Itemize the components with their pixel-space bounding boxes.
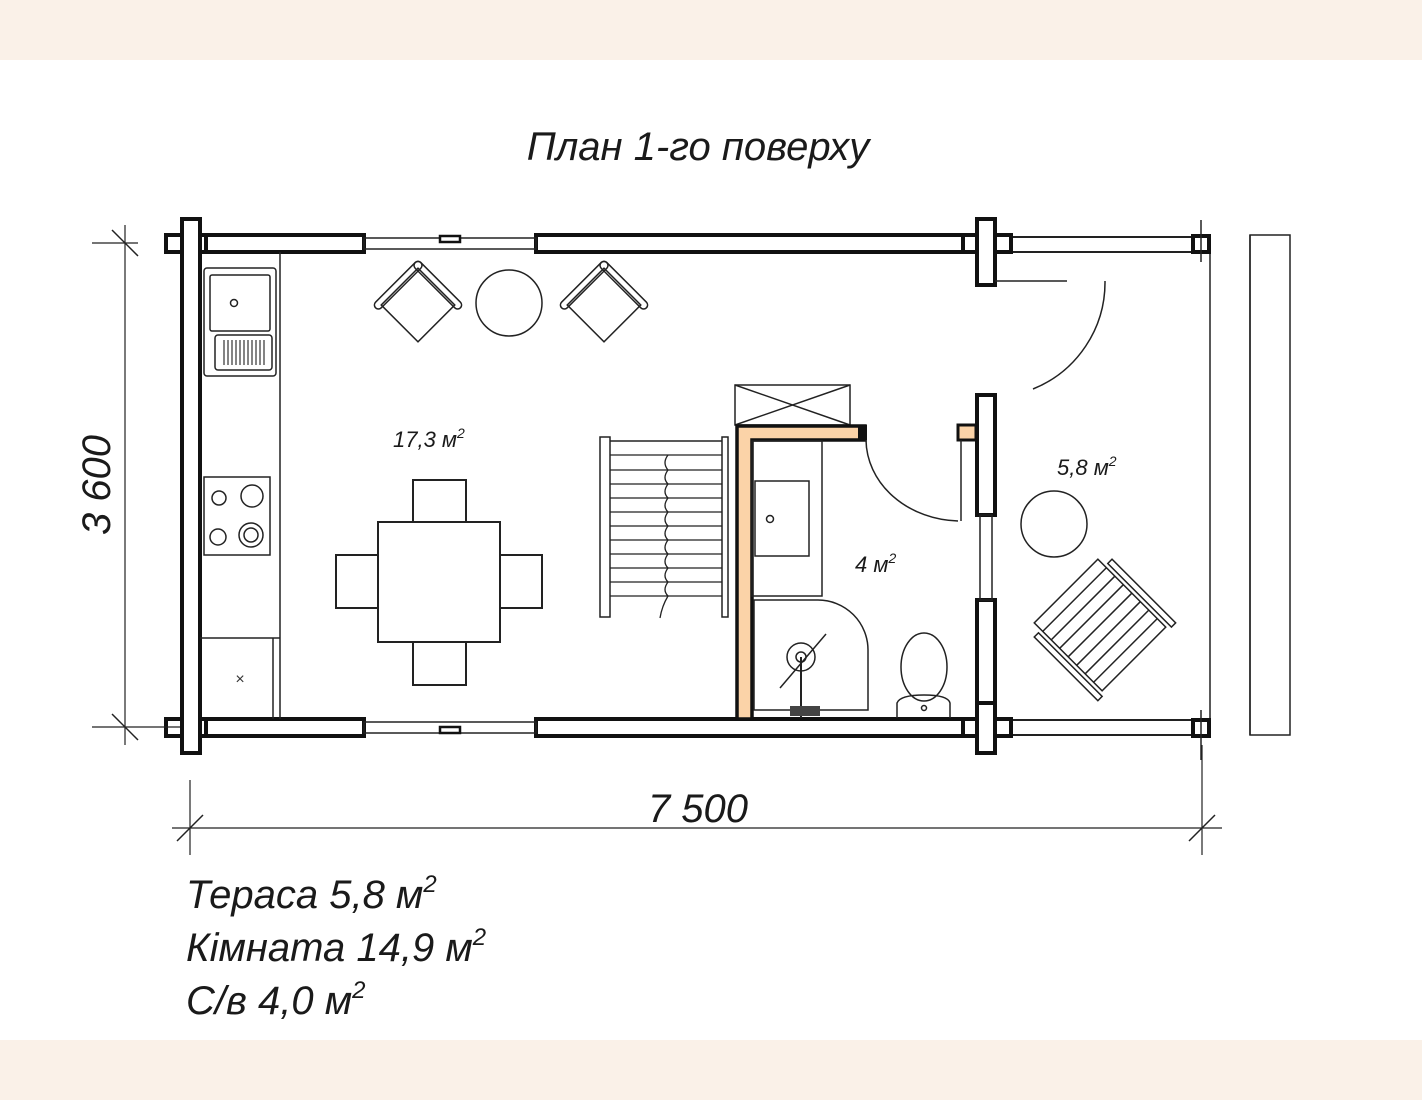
sink — [203, 267, 277, 377]
lounger — [1033, 558, 1177, 702]
svg-text:×: × — [235, 671, 244, 688]
shower — [753, 599, 869, 711]
armchair — [373, 260, 463, 343]
stove — [203, 476, 271, 556]
dining-table — [377, 521, 501, 643]
width-label: 7 500 — [648, 787, 748, 831]
plan-title: План 1-го поверху — [527, 125, 873, 169]
room-area-terrace: 5,8 м2 — [1057, 453, 1117, 480]
height-label: 3 600 — [75, 435, 119, 535]
legend-room: Кімната 14,9 м2 — [186, 924, 486, 970]
entrance-door — [995, 280, 1106, 390]
armchair — [559, 260, 649, 343]
washbasin — [754, 480, 810, 557]
window — [979, 514, 993, 601]
terrace-table — [1020, 490, 1088, 558]
room-area-bathroom: 4 м2 — [855, 550, 896, 577]
legend-terrace: Тераса 5,8 м2 — [186, 871, 437, 917]
room-area-living: 17,3 м2 — [393, 425, 465, 452]
dining-set — [335, 479, 543, 686]
bathroom — [734, 384, 978, 721]
walls — [164, 217, 1013, 755]
kitchen-counter: × — [200, 252, 281, 719]
bottom-band — [0, 1040, 1422, 1100]
staircase — [599, 436, 729, 619]
top-band — [0, 0, 1422, 60]
terrace — [994, 220, 1291, 760]
toilet — [900, 632, 948, 702]
dimension-height: 3 600 — [75, 225, 180, 745]
area-legend: Тераса 5,8 м2 Кімната 14,9 м2 С/в 4,0 м2 — [186, 871, 486, 1023]
coffee-table — [475, 269, 543, 337]
legend-bathroom: С/в 4,0 м2 — [186, 977, 366, 1023]
dimension-width: 7 500 — [172, 745, 1222, 855]
